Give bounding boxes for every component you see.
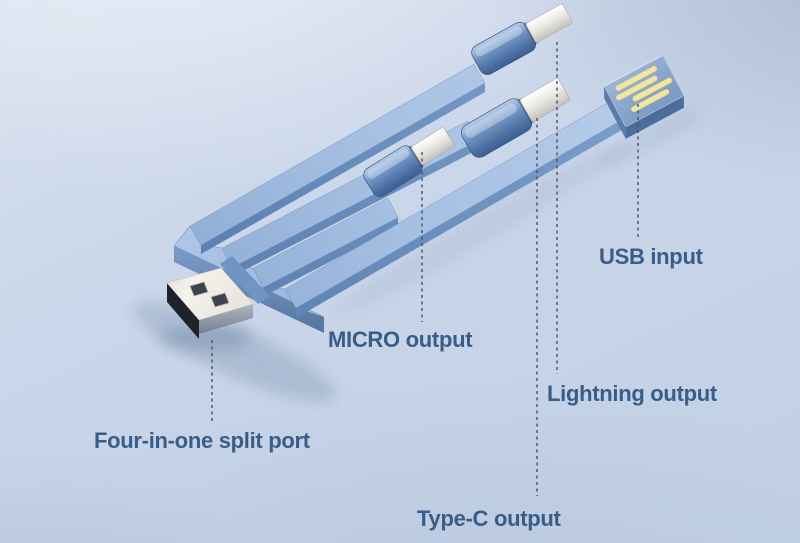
- label-usb-input: USB input: [599, 244, 703, 269]
- ribbon-micro: [252, 197, 399, 297]
- board-bottom-face: [625, 95, 684, 139]
- label-split-port: Four-in-one split port: [94, 428, 310, 453]
- usb-a-plug: [166, 256, 270, 339]
- board-edge-highlight: [603, 54, 663, 87]
- usb-input-connector: [603, 54, 684, 139]
- label-type-c-output: Type-C output: [417, 506, 561, 531]
- label-micro-output: MICRO output: [328, 327, 473, 352]
- lightning-metal-tip: [525, 3, 573, 43]
- plug-top-face: [166, 267, 254, 321]
- board-left-face: [604, 86, 626, 139]
- leader-lines: [211, 42, 639, 496]
- gold-contact-4: [631, 88, 670, 113]
- micro-metal-tip: [411, 127, 455, 166]
- gold-contact-2: [615, 75, 658, 101]
- plug-collar: [220, 256, 270, 304]
- gold-contact-1: [615, 65, 658, 91]
- label-lightning-output: Lightning output: [547, 381, 717, 406]
- plug-hole-2: [210, 292, 230, 308]
- gold-contact-3: [632, 77, 673, 102]
- ribbon-lightning: [189, 63, 486, 255]
- plug-hole-1: [189, 281, 209, 297]
- micro-connector: [363, 127, 455, 197]
- ground-shadows: [134, 108, 704, 402]
- lightning-connector: [471, 3, 573, 75]
- plug-side-face: [199, 304, 253, 334]
- plug-opening-face: [167, 283, 199, 339]
